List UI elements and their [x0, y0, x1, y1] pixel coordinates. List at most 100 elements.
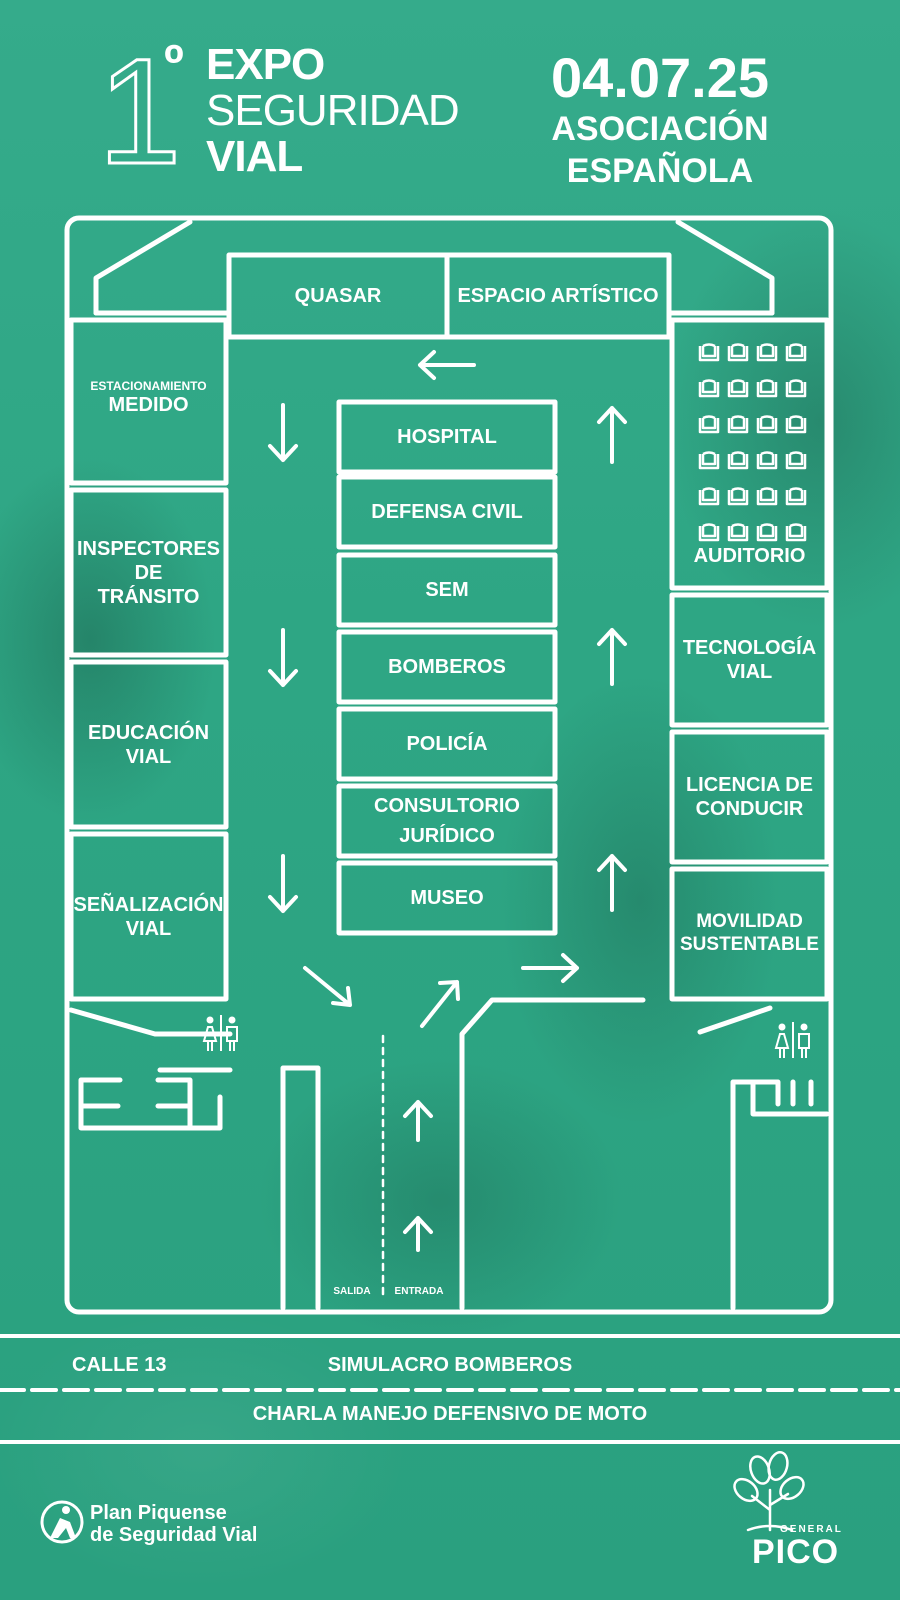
general-pico-big: PICO — [752, 1533, 840, 1571]
seat-icon — [698, 523, 720, 542]
arrow-down-icon — [268, 403, 298, 462]
auditorio-label: AUDITORIO — [693, 545, 806, 567]
exit-wall — [280, 1065, 321, 1311]
seat-icon — [756, 343, 778, 362]
auditorio-seats — [698, 343, 807, 542]
title-line-1: EXPO — [206, 40, 325, 89]
arrow-up-icon — [403, 1216, 433, 1252]
seat-icon — [785, 487, 807, 506]
seat-icon — [698, 379, 720, 398]
seat-icon — [727, 451, 749, 470]
seat-icon — [727, 523, 749, 542]
restroom-icon — [202, 1015, 810, 1058]
auditorio-stand — [669, 317, 830, 591]
outer-wall — [64, 215, 834, 1315]
edition-number: 1 — [96, 27, 182, 195]
seat-icon — [727, 343, 749, 362]
title-line-3: VIAL — [206, 132, 303, 181]
inspectores-stand — [68, 487, 229, 658]
movilidad-stand — [669, 866, 830, 1002]
seat-icon — [698, 487, 720, 506]
title-line-2: SEGURIDAD — [206, 86, 460, 135]
seat-icon — [727, 379, 749, 398]
left-service-rooms — [78, 1067, 233, 1131]
sem-stand — [336, 552, 558, 628]
senalizacion-label: SEÑALIZACIÓN VIAL — [73, 893, 224, 940]
right-service-wall — [697, 1005, 773, 1035]
policia-stand — [336, 706, 558, 782]
top-left-wall — [93, 219, 193, 316]
entrada-label: ENTRADA — [394, 1286, 444, 1297]
museo-stand — [336, 860, 558, 936]
seat-icon — [756, 523, 778, 542]
hospital-stand — [336, 399, 558, 475]
seat-icon — [785, 415, 807, 434]
seat-icon — [727, 415, 749, 434]
street-name: CALLE 13 — [72, 1354, 167, 1376]
arrow-right-icon — [521, 953, 579, 983]
movilidad-label: MOVILIDAD SUSTENTABLE — [680, 911, 819, 955]
arrow-down-icon — [268, 628, 298, 687]
entrance-wall — [459, 997, 646, 1311]
seat-icon — [785, 523, 807, 542]
top-right-wall — [675, 219, 775, 316]
quasar-label: QUASAR — [294, 285, 382, 307]
bomberos-label: BOMBEROS — [388, 656, 506, 678]
defensa-civil-label: DEFENSA CIVIL — [371, 501, 523, 523]
arrow-up-icon — [597, 406, 627, 464]
sem-label: SEM — [425, 579, 469, 601]
general-pico-tree-icon — [733, 1451, 805, 1532]
estacionamiento-stand — [68, 317, 229, 486]
consultorio-stand — [336, 783, 558, 859]
educacion-label: EDUCACIÓN VIAL — [87, 721, 210, 768]
plan-piquense-line-2: de Seguridad Vial — [90, 1524, 258, 1546]
arrow-up-icon — [403, 1100, 433, 1142]
tecnologia-label: TECNOLOGÍA VIAL — [682, 637, 817, 683]
street-lane-2: CHARLA MANEJO DEFENSIVO DE MOTO — [252, 1403, 648, 1425]
arrow-diagonal-icon — [303, 966, 352, 1007]
venue-line-1: ASOCIACIÓN — [551, 110, 769, 148]
arrow-up-icon — [597, 628, 627, 686]
seat-icon — [785, 451, 807, 470]
educacion-stand — [68, 659, 229, 830]
seat-icon — [756, 451, 778, 470]
tecnologia-stand — [669, 592, 830, 728]
seat-icon — [698, 451, 720, 470]
edition-ordinal: º — [164, 34, 184, 94]
seat-icon — [698, 415, 720, 434]
arrow-left-icon — [418, 350, 476, 380]
plan-piquense-line-1: Plan Piquense — [90, 1502, 227, 1524]
seat-icon — [785, 343, 807, 362]
policia-label: POLICÍA — [406, 733, 488, 755]
arrow-up-icon — [597, 854, 627, 912]
licencia-stand — [669, 729, 830, 865]
arrow-down-icon — [268, 854, 298, 913]
seat-icon — [698, 343, 720, 362]
event-date: 04.07.25 — [551, 46, 769, 109]
seat-icon — [756, 415, 778, 434]
licencia-label: LICENCIA DE CONDUCIR — [685, 774, 814, 820]
plan-piquense-logo-icon — [40, 1500, 84, 1544]
seat-icon — [756, 487, 778, 506]
senalizacion-stand — [68, 831, 229, 1002]
street-lane-1: SIMULACRO BOMBEROS — [327, 1354, 573, 1376]
right-service-rooms — [730, 1079, 830, 1311]
general-pico-small: GENERAL — [780, 1524, 843, 1535]
espacio-artistico-stand — [444, 252, 672, 340]
bomberos-stand — [336, 629, 558, 705]
arrow-diagonal-icon — [420, 980, 460, 1028]
seat-icon — [756, 379, 778, 398]
inspectores-label: INSPECTORES DE TRÁNSITO — [77, 537, 220, 608]
museo-label: MUSEO — [410, 887, 484, 909]
salida-label: SALIDA — [333, 1286, 371, 1297]
seat-icon — [727, 487, 749, 506]
hospital-label: HOSPITAL — [397, 426, 497, 448]
venue-line-2: ESPAÑOLA — [566, 152, 754, 190]
consultorio-label: CONSULTORIO JURÍDICO — [374, 795, 520, 847]
espacio-artistico-label: ESPACIO ARTÍSTICO — [457, 285, 659, 307]
seat-icon — [785, 379, 807, 398]
defensa-civil-stand — [336, 474, 558, 550]
estacionamiento-label: ESTACIONAMIENTO MEDIDO — [90, 378, 207, 417]
